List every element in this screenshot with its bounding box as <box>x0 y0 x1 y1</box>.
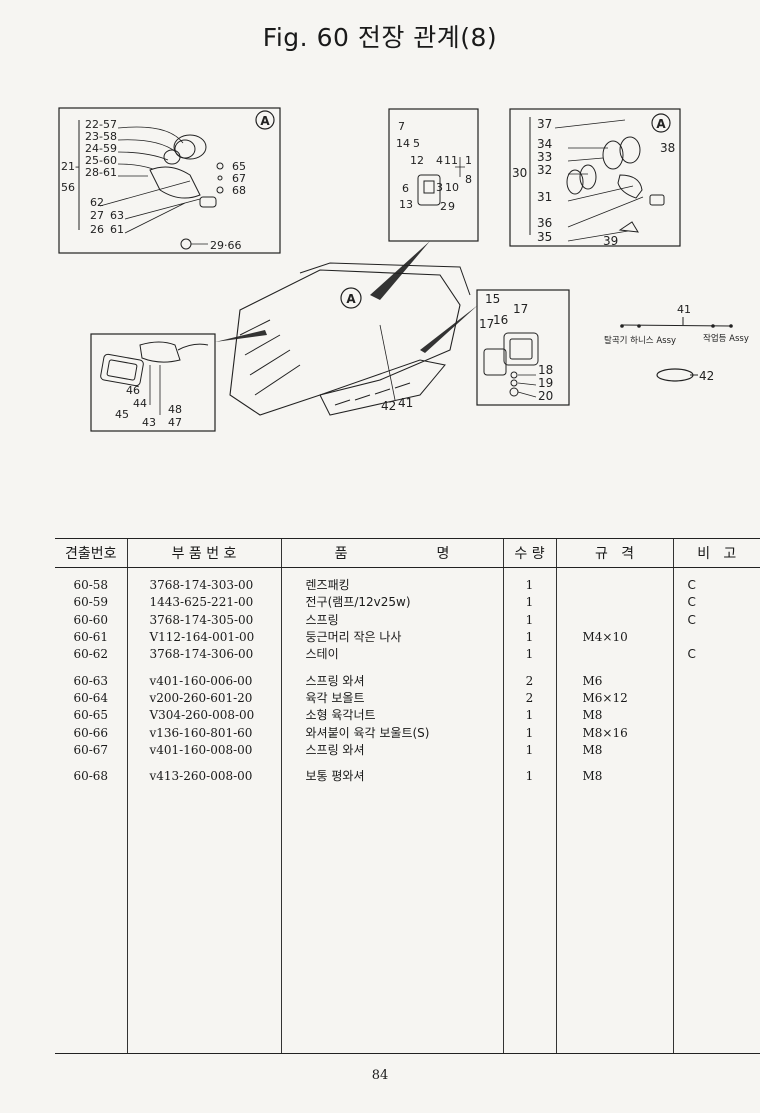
table-row: 60-66 v136-160-801-60 와셔붙이 육각 보울트(S) 1 M… <box>55 724 760 742</box>
table-gap <box>55 663 760 673</box>
svg-text:46: 46 <box>126 384 140 397</box>
svg-text:32: 32 <box>537 163 552 177</box>
detail-box-a-right: A 37 34 33 32 30 31 36 35 38 39 <box>509 108 681 248</box>
table-row: 60-60 3768-174-305-00 스프링 1 C <box>55 611 760 629</box>
svg-text:9: 9 <box>448 200 455 213</box>
svg-text:2: 2 <box>440 200 447 213</box>
svg-text:6: 6 <box>402 182 409 195</box>
svg-text:56: 56 <box>61 181 75 194</box>
svg-text:41: 41 <box>398 396 413 410</box>
svg-text:39: 39 <box>603 234 618 248</box>
svg-text:17: 17 <box>513 302 528 316</box>
svg-text:38: 38 <box>660 141 675 155</box>
svg-text:35: 35 <box>537 230 552 244</box>
table-row: 60-58 3768-174-303-00 렌즈패킹 1 C <box>55 577 760 595</box>
table-row: 60-67 v401-160-008-00 스프링 와셔 1 M8 <box>55 741 760 759</box>
svg-text:62: 62 <box>90 196 104 209</box>
svg-text:7: 7 <box>398 120 405 133</box>
svg-text:27: 27 <box>90 209 104 222</box>
header-part-name: 품 명 <box>280 538 503 568</box>
header-part-number: 부 품 번 호 <box>126 538 281 568</box>
svg-text:19: 19 <box>538 376 553 390</box>
svg-text:68: 68 <box>232 184 246 197</box>
svg-text:41: 41 <box>677 303 691 316</box>
svg-text:30: 30 <box>512 166 527 180</box>
svg-text:31: 31 <box>537 190 552 204</box>
svg-text:67: 67 <box>232 172 246 185</box>
harness-assy: 41 탈곡기 하니스 Assy 작업등 Assy <box>604 303 749 346</box>
table-gap <box>55 758 760 768</box>
detail-box-a-left: A 22-57 23-58 24-59 25-60 28-61 21- 56 6… <box>58 107 281 254</box>
svg-text:37: 37 <box>537 117 552 131</box>
exploded-parts-diagram: A 22-57 23-58 24-59 25-60 28-61 21- 56 6… <box>0 95 760 445</box>
svg-text:28-61: 28-61 <box>85 166 117 179</box>
table-header-row: 견출번호 부 품 번 호 품 명 수 량 규 격 비 고 <box>55 538 760 568</box>
marker-a-icon <box>651 113 671 133</box>
svg-text:10: 10 <box>445 181 459 194</box>
svg-text:22-57: 22-57 <box>85 118 117 131</box>
svg-text:42: 42 <box>699 369 714 383</box>
detail-box-bottom-right: 15 16 17 17 18 19 20 <box>476 289 570 406</box>
svg-text:15: 15 <box>485 292 500 306</box>
svg-text:43: 43 <box>142 416 156 429</box>
table-row: 60-61 V112-164-001-00 둥근머리 작은 나사 1 M4×10 <box>55 628 760 647</box>
svg-text:11: 11 <box>444 154 458 167</box>
svg-text:61: 61 <box>110 223 124 236</box>
svg-text:21-: 21- <box>61 160 79 173</box>
svg-text:48: 48 <box>168 403 182 416</box>
svg-text:26: 26 <box>90 223 104 236</box>
table-row: 60-62 3768-174-306-00 스테이 1 C <box>55 646 760 664</box>
table-row: 60-63 v401-160-006-00 스프링 와셔 2 M6 <box>55 672 760 690</box>
page-number: 84 <box>371 1068 389 1083</box>
table-row: 60-59 1443-625-221-00 전구(램프/12v25w) 1 C <box>55 594 760 612</box>
svg-text:20: 20 <box>538 389 553 403</box>
svg-text:17: 17 <box>479 317 494 331</box>
combine-harvester-illustration: A 42 41 <box>229 262 471 416</box>
svg-text:1: 1 <box>465 154 472 167</box>
parts-table: 견출번호 부 품 번 호 품 명 수 량 규 격 비 고 60-58 3768-… <box>55 538 760 1055</box>
header-key: 견출번호 <box>55 538 127 568</box>
svg-text:5: 5 <box>413 137 420 150</box>
svg-text:8: 8 <box>465 173 472 186</box>
svg-text:42: 42 <box>381 399 396 413</box>
svg-text:16: 16 <box>493 313 508 327</box>
svg-text:33: 33 <box>537 150 552 164</box>
detail-box-top-center: 7 14 5 12 4 11 1 8 6 3 10 13 2 9 <box>388 108 479 242</box>
svg-text:44: 44 <box>133 397 147 410</box>
page-title: Fig. 60 전장 관계(8) <box>262 23 498 52</box>
header-quantity: 수 량 <box>502 538 556 568</box>
marker-a-icon <box>255 110 275 130</box>
svg-text:12: 12 <box>410 154 424 167</box>
svg-text:A: A <box>346 292 356 306</box>
svg-text:65: 65 <box>232 160 246 173</box>
svg-text:13: 13 <box>399 198 413 211</box>
svg-text:4: 4 <box>436 154 443 167</box>
svg-text:탈곡기 하니스 Assy: 탈곡기 하니스 Assy <box>604 335 676 346</box>
svg-text:14: 14 <box>396 137 410 150</box>
svg-text:63: 63 <box>110 209 124 222</box>
table-row: 60-64 v200-260-601-20 육각 보올트 2 M6×12 <box>55 689 760 708</box>
svg-text:34: 34 <box>537 137 552 151</box>
table-empty-space <box>55 785 760 1055</box>
header-spec: 규 격 <box>555 538 673 568</box>
svg-text:47: 47 <box>168 416 182 429</box>
band-clamp: 42 <box>656 368 714 383</box>
detail-box-bottom-left: 46 44 45 48 43 47 <box>90 333 216 432</box>
svg-text:24-59: 24-59 <box>85 142 117 155</box>
table-gap <box>55 567 760 577</box>
table-row: 60-65 V304-260-008-00 소형 육각너트 1 M8 <box>55 707 760 725</box>
svg-text:23-58: 23-58 <box>85 130 117 143</box>
svg-text:36: 36 <box>537 216 552 230</box>
table-row: 60-68 v413-260-008-00 보통 평와셔 1 M8 <box>55 767 760 786</box>
header-note: 비 고 <box>672 538 760 568</box>
svg-text:29·66: 29·66 <box>210 239 242 252</box>
svg-text:25-60: 25-60 <box>85 154 117 167</box>
svg-text:작업등 Assy: 작업등 Assy <box>703 333 749 344</box>
svg-text:A: A <box>260 114 270 128</box>
svg-text:A: A <box>656 117 666 131</box>
svg-text:45: 45 <box>115 408 129 421</box>
svg-text:18: 18 <box>538 363 553 377</box>
